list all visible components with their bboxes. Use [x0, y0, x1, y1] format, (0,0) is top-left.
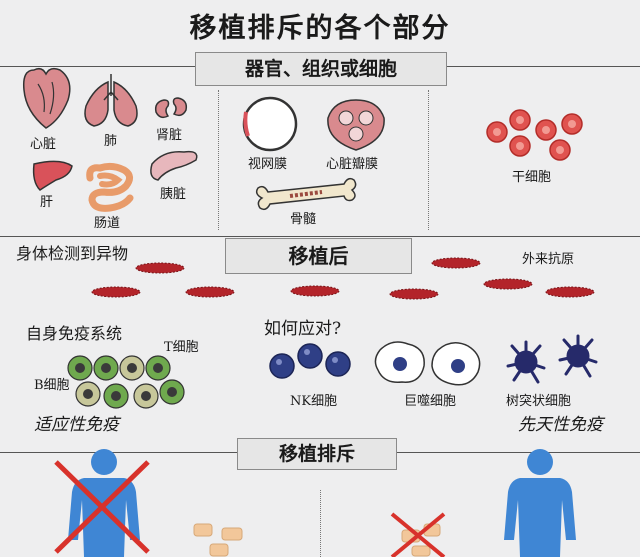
heart-valve-icon [327, 99, 385, 151]
section-organs-label: 器官、组织或细胞 [244, 58, 397, 80]
dendritic-cells-icon [506, 334, 598, 384]
pancreas-icon [150, 150, 198, 181]
section-rejection: 移植排斥 [237, 438, 397, 470]
label-stem: 干细胞 [512, 170, 552, 185]
nk-cells-icon [269, 343, 351, 379]
label-marrow: 骨髓 [290, 212, 317, 227]
person-icon [504, 449, 576, 557]
separator [218, 90, 219, 230]
label-adaptive: 适应性免疫 [34, 415, 119, 435]
heart-icon [22, 67, 71, 129]
label-how: 如何应对? [264, 319, 342, 339]
retina-icon [242, 96, 298, 152]
label-liver: 肝 [40, 195, 54, 210]
tissue-icon [193, 523, 441, 557]
label-retina: 视网膜 [248, 157, 288, 172]
label-tcell: T细胞 [164, 340, 199, 355]
separator [428, 90, 429, 230]
person-crossed-icon [54, 449, 150, 557]
label-macro: 巨噬细胞 [404, 394, 457, 409]
label-antigen: 外来抗原 [522, 252, 575, 267]
label-heart: 心脏 [30, 137, 57, 152]
label-self-immune: 自身免疫系统 [26, 324, 123, 343]
label-innate: 先天性免疫 [518, 415, 603, 435]
kidney-icon [154, 97, 188, 119]
page-title: 移植排斥的各个部分 [189, 13, 451, 44]
section-rejection-label: 移植排斥 [278, 443, 355, 465]
label-dendritic: 树突状细胞 [506, 394, 572, 409]
divider-middle [0, 236, 640, 237]
label-valve: 心脏瓣膜 [326, 157, 379, 172]
section-after-label: 移植后 [288, 244, 349, 268]
label-bcell: B细胞 [34, 378, 70, 393]
section-organs: 器官、组织或细胞 [195, 52, 447, 86]
intestine-icon [86, 162, 134, 212]
label-pancreas: 胰脏 [160, 187, 187, 202]
label-nk: NK细胞 [290, 394, 338, 409]
stem-cells-icon [486, 109, 583, 161]
bone-icon [255, 177, 357, 211]
separator [320, 490, 321, 557]
label-kidney: 肾脏 [156, 128, 183, 143]
lymphocytes-icon [67, 355, 185, 409]
antigen-icon [91, 257, 595, 300]
label-detect: 身体检测到异物 [16, 244, 129, 263]
section-after: 移植后 [225, 238, 412, 274]
label-intestine: 肠道 [94, 216, 121, 231]
label-lung: 肺 [104, 134, 118, 149]
lung-icon [84, 74, 138, 127]
liver-icon [32, 160, 73, 191]
cross-icon [390, 512, 446, 557]
